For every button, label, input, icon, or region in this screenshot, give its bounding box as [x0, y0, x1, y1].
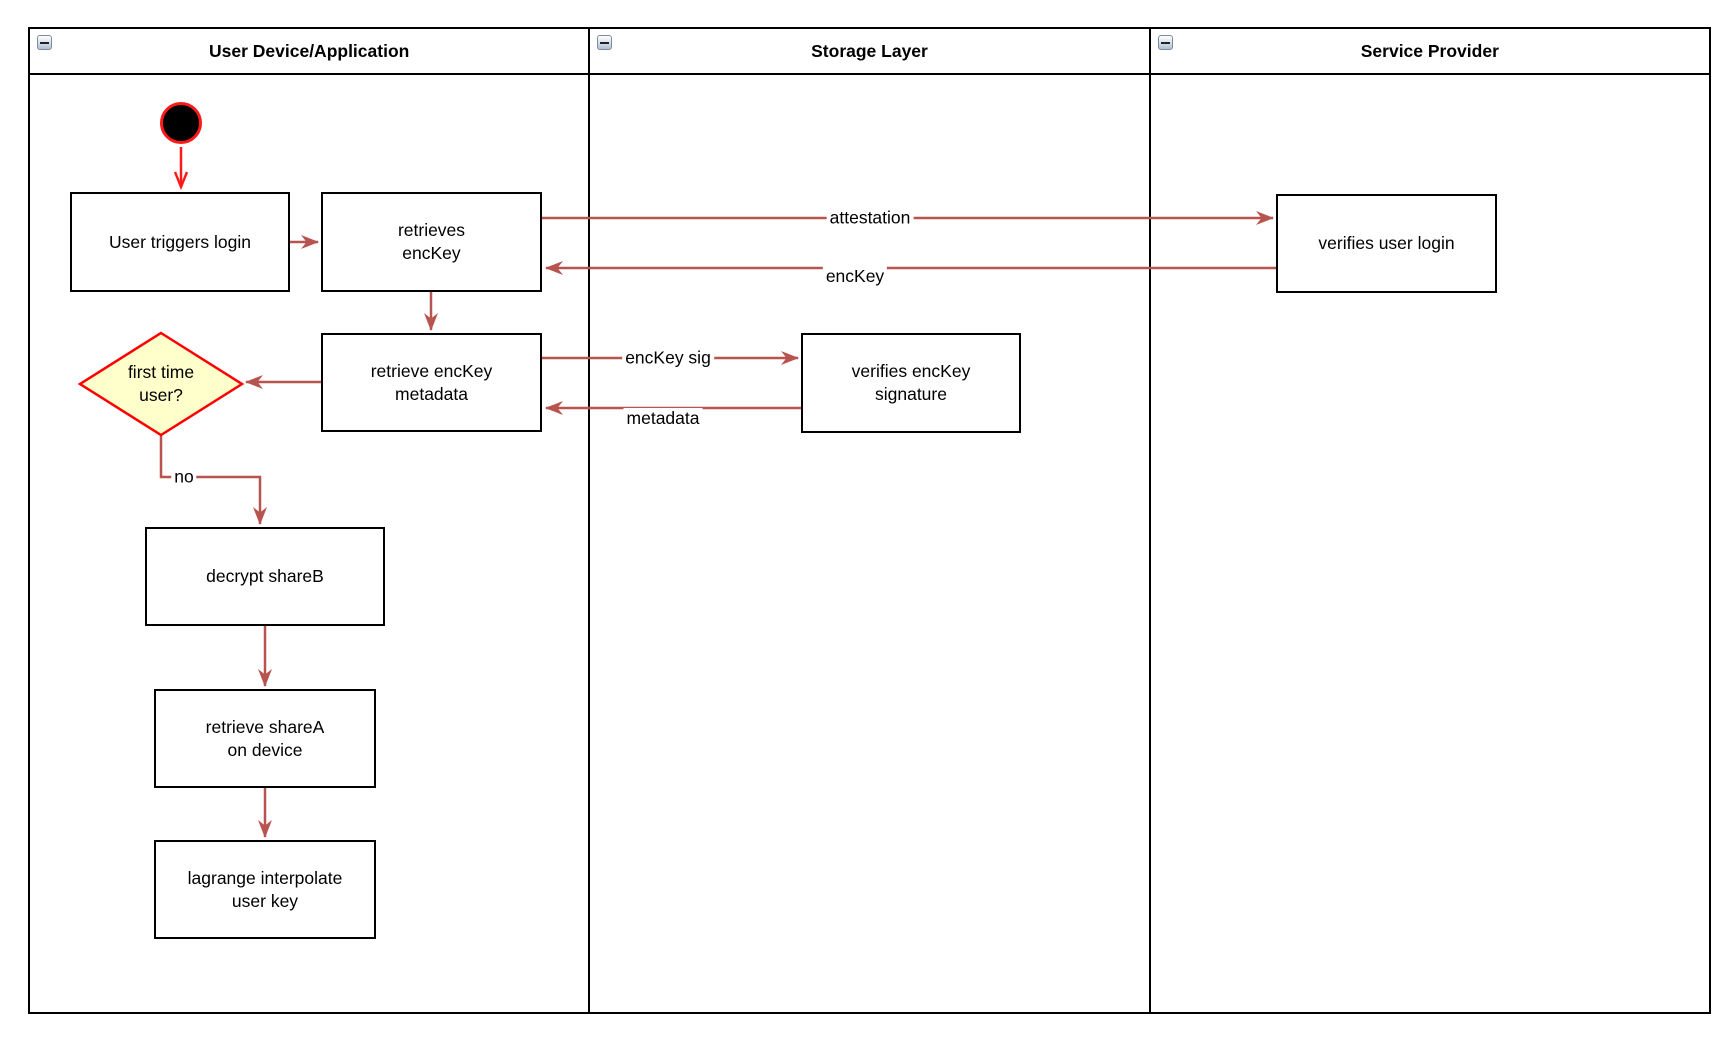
node-retrieve-enckey-metadata[interactable]: retrieve encKey metadata: [321, 333, 542, 432]
node-label: verifies encKey signature: [851, 361, 971, 404]
node-verifies-enckey-signature[interactable]: verifies encKey signature: [801, 333, 1021, 433]
decision-label: first time user?: [127, 362, 195, 405]
node-lagrange-interpolate-user-key[interactable]: lagrange interpolate user key: [154, 840, 376, 939]
minus-square-icon[interactable]: [597, 35, 613, 50]
lane-header-row: User Device/Application Storage Layer Se…: [30, 29, 1709, 75]
node-label: retrieve encKey metadata: [370, 360, 493, 404]
node-user-triggers-login[interactable]: User triggers login: [70, 192, 290, 292]
edge-label-metadata: metadata: [623, 408, 703, 429]
node-label: lagrange interpolate user key: [187, 867, 343, 911]
lane-title-service-provider: Service Provider: [1360, 40, 1499, 61]
lane-title-storage-layer: Storage Layer: [811, 40, 928, 61]
node-verifies-user-login[interactable]: verifies user login: [1276, 194, 1497, 293]
minus-glyph: [1160, 41, 1170, 44]
decision-first-time-user[interactable]: [77, 331, 245, 437]
edge-label-no: no: [171, 466, 197, 488]
node-retrieves-enckey[interactable]: retrieves encKey: [321, 192, 542, 292]
minus-square-icon[interactable]: [1157, 35, 1173, 50]
minus-glyph: [600, 41, 610, 44]
lane-body-service-provider: [1148, 75, 1709, 1012]
minus-glyph: [40, 41, 49, 44]
lane-body-storage-layer: [588, 75, 1148, 1012]
lane-body-row: [30, 75, 1709, 1012]
lane-title-user-device: User Device/Application: [208, 40, 410, 61]
swimlane-pool: User Device/Application Storage Layer Se…: [28, 27, 1711, 1014]
node-label: User triggers login: [109, 231, 251, 252]
minus-square-icon[interactable]: [37, 35, 52, 50]
node-label: decrypt shareB: [206, 566, 324, 586]
node-label: retrieve shareA on device: [205, 716, 325, 760]
lane-header-service-provider: Service Provider: [1148, 29, 1709, 73]
edge-label-attestation: attestation: [826, 207, 914, 229]
node-retrieve-sharea-on-device[interactable]: retrieve shareA on device: [154, 689, 376, 788]
edge-label-enckey: encKey: [822, 266, 888, 287]
lane-header-storage-layer: Storage Layer: [588, 29, 1148, 73]
node-decrypt-shareb[interactable]: decrypt shareB: [145, 527, 385, 626]
node-label: verifies user login: [1318, 233, 1455, 253]
initial-node-circle[interactable]: [160, 102, 202, 144]
lane-header-user-device: User Device/Application: [30, 29, 588, 73]
node-label: retrieves encKey: [397, 220, 466, 263]
edge-label-enckey-sig: encKey sig: [622, 347, 714, 369]
